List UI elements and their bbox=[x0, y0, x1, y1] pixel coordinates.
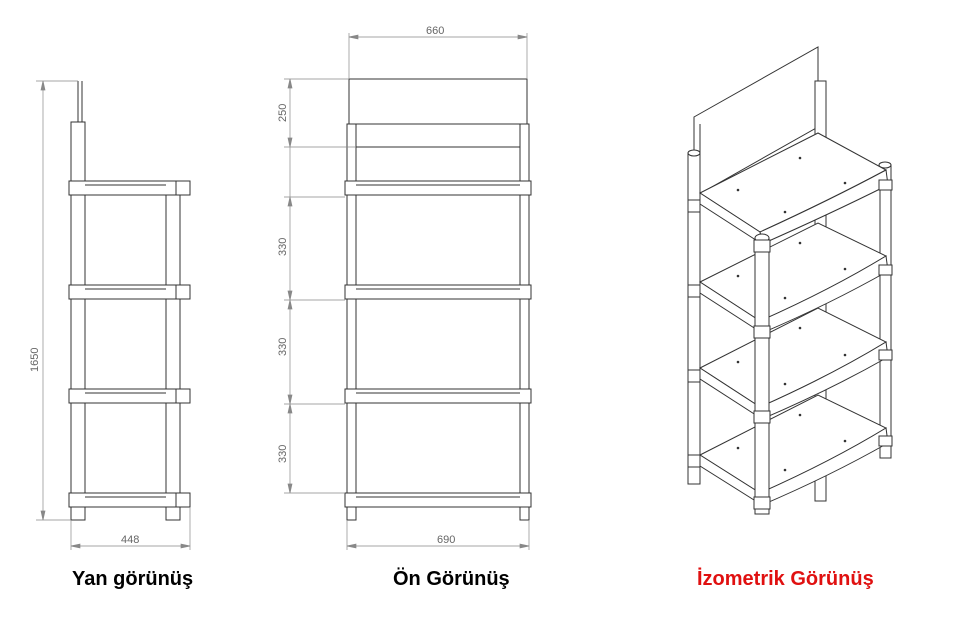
front-shelf-gap-3-dimension: 330 bbox=[277, 445, 289, 463]
front-view-caption: Ön Görünüş bbox=[393, 568, 510, 590]
iso-shelf-4 bbox=[698, 394, 889, 507]
front-top-width-dimension: 660 bbox=[426, 25, 444, 37]
iso-shelf-2 bbox=[698, 222, 889, 335]
side-height-dimension: 1650 bbox=[29, 348, 41, 372]
isometric-view-caption: İzometrik Görünüş bbox=[697, 568, 874, 590]
front-view bbox=[344, 78, 532, 521]
front-header-height-dimension: 250 bbox=[277, 104, 289, 122]
front-bottom-width-dimension: 690 bbox=[437, 534, 455, 546]
side-view-dimensions bbox=[36, 80, 191, 550]
front-shelf-gap-2-dimension: 330 bbox=[277, 338, 289, 356]
iso-shelf-3 bbox=[699, 307, 889, 421]
front-view-dimensions bbox=[284, 33, 530, 550]
side-width-dimension: 448 bbox=[121, 534, 139, 546]
side-view bbox=[68, 81, 191, 521]
isometric-shelf-holes bbox=[736, 156, 847, 472]
iso-shelf-1 bbox=[699, 132, 889, 246]
side-view-caption: Yan görünüş bbox=[72, 568, 194, 590]
isometric-view bbox=[687, 46, 893, 515]
front-shelf-gap-1-dimension: 330 bbox=[277, 238, 289, 256]
